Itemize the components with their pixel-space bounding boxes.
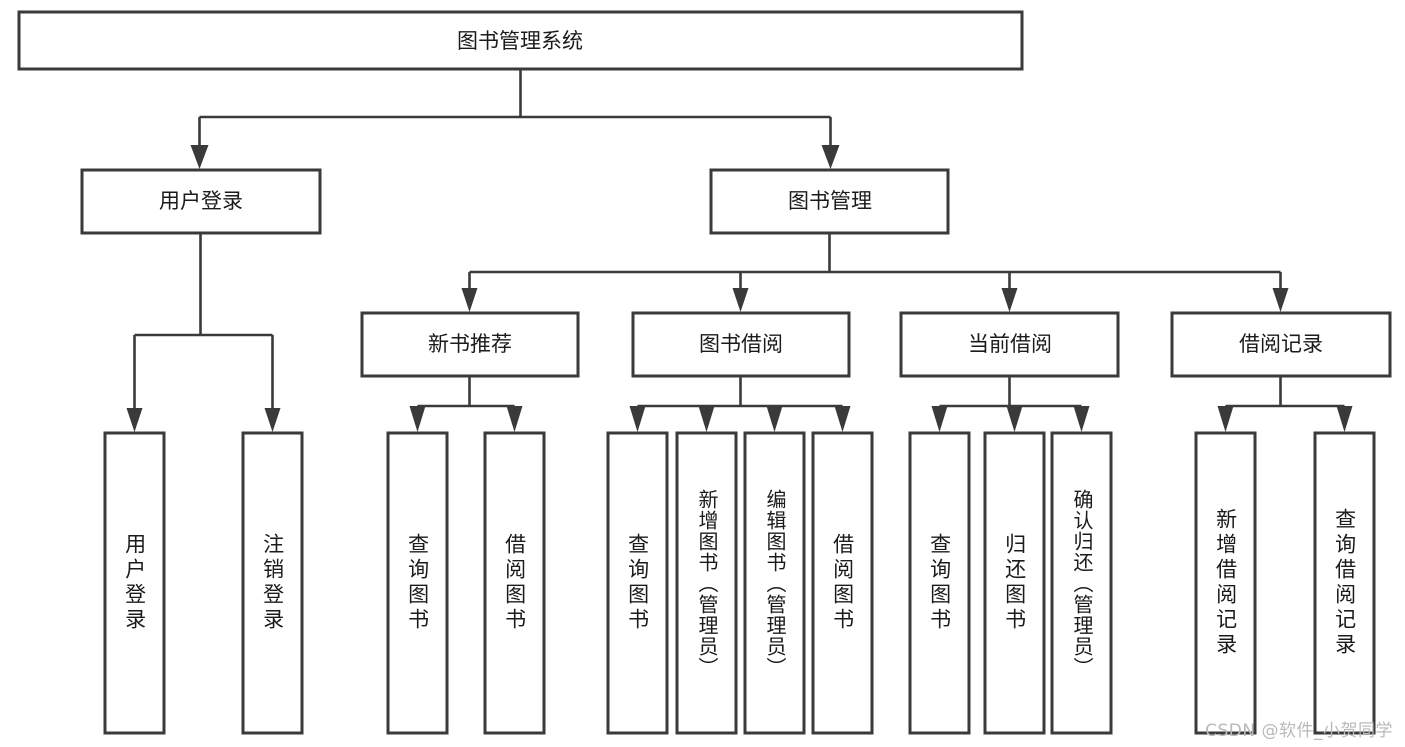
leaf-node[interactable]: 新增借阅记录 (1194, 431, 1257, 735)
arrow-book-mgmt-to-current (1001, 288, 1018, 312)
node-book-management[interactable]: 图书管理 (709, 168, 950, 235)
arrow-borrow-leaf-4 (834, 406, 851, 432)
leaf-label: 查询图书 (625, 533, 650, 633)
arrow-current-leaf-1 (931, 406, 948, 432)
leaf-text-holder: 编辑图书（管理员） (763, 488, 787, 678)
leaf-box[interactable] (811, 431, 874, 735)
leaf-text-holder: 归还图书 (1002, 533, 1027, 633)
leaf-box[interactable] (908, 431, 971, 735)
borrow-records-label: 借阅记录 (1239, 332, 1323, 356)
leaf-box[interactable] (483, 431, 546, 735)
leaf-box[interactable] (675, 431, 738, 735)
leaf-node[interactable]: 借阅图书 (811, 431, 874, 735)
node-current-borrow[interactable]: 当前借阅 (899, 311, 1120, 378)
leaf-text-holder: 确认归还（管理员） (1070, 488, 1094, 678)
leaf-label: 查询借阅记录 (1332, 508, 1357, 658)
leaf-label: 借阅图书 (502, 533, 527, 633)
leaf-label: 编辑图书（管理员） (763, 488, 787, 678)
arrow-new-books-leaf-1 (409, 406, 426, 432)
node-borrow-records[interactable]: 借阅记录 (1170, 311, 1392, 378)
connector-layer (126, 69, 1353, 432)
arrow-current-leaf-3 (1073, 406, 1090, 432)
arrow-borrow-leaf-3 (766, 406, 783, 432)
leaf-box[interactable] (1194, 431, 1257, 735)
leaf-label: 确认归还（管理员） (1070, 488, 1094, 678)
arrow-borrow-leaf-1 (629, 406, 646, 432)
leaf-node[interactable]: 归还图书 (983, 431, 1046, 735)
leaf-label: 新增图书（管理员） (695, 488, 719, 678)
leaf-label: 借阅图书 (830, 533, 855, 633)
leaf-layer: 用户登录 注销登录 查询图书 借阅图书 (103, 431, 1376, 735)
new-book-recommendation-box[interactable] (360, 311, 580, 378)
leaf-label: 查询图书 (405, 533, 430, 633)
leaf-node[interactable]: 查询借阅记录 (1313, 431, 1376, 735)
leaf-box[interactable] (743, 431, 806, 735)
leaf-label: 新增借阅记录 (1213, 508, 1238, 658)
user-login-box[interactable] (80, 168, 322, 235)
book-borrow-label: 图书借阅 (699, 332, 783, 356)
leaf-text-holder: 借阅图书 (830, 533, 855, 633)
leaf-label: 查询图书 (927, 533, 952, 633)
leaf-box[interactable] (1050, 431, 1113, 735)
arrow-user-login-leaf-2 (264, 408, 281, 432)
leaf-text-holder: 查询借阅记录 (1332, 508, 1357, 658)
arrow-user-login-leaf-1 (126, 408, 143, 432)
leaf-box[interactable] (241, 431, 304, 735)
leaf-box[interactable] (1313, 431, 1376, 735)
root-box[interactable] (17, 10, 1024, 71)
leaf-text-holder: 用户登录 (122, 533, 147, 633)
leaf-box[interactable] (983, 431, 1046, 735)
borrow-records-box[interactable] (1170, 311, 1392, 378)
leaf-node[interactable]: 新增图书（管理员） (675, 431, 738, 735)
leaf-node[interactable]: 编辑图书（管理员） (743, 431, 806, 735)
leaf-text-holder: 查询图书 (927, 533, 952, 633)
arrow-current-leaf-2 (1006, 406, 1023, 432)
arrow-book-mgmt-to-records (1272, 288, 1289, 312)
book-borrow-box[interactable] (631, 311, 851, 378)
arrow-book-mgmt-to-new-books (461, 288, 478, 312)
leaf-text-holder: 新增借阅记录 (1213, 508, 1238, 658)
arrow-records-leaf-1 (1217, 406, 1234, 432)
node-user-login[interactable]: 用户登录 (80, 168, 322, 235)
current-borrow-box[interactable] (899, 311, 1120, 378)
leaf-node[interactable]: 注销登录 (241, 431, 304, 735)
node-book-borrow[interactable]: 图书借阅 (631, 311, 851, 378)
book-management-label: 图书管理 (788, 189, 872, 213)
arrow-root-to-user-login (190, 145, 209, 169)
arrow-borrow-leaf-2 (698, 406, 715, 432)
leaf-box[interactable] (103, 431, 166, 735)
node-root[interactable]: 图书管理系统 (17, 10, 1024, 71)
leaf-text-holder: 注销登录 (260, 533, 285, 633)
leaf-box[interactable] (606, 431, 669, 735)
root-label: 图书管理系统 (457, 29, 583, 53)
arrow-root-to-book-mgmt (821, 145, 840, 169)
leaf-label: 用户登录 (122, 533, 147, 633)
leaf-node[interactable]: 查询图书 (606, 431, 669, 735)
leaf-node[interactable]: 查询图书 (386, 431, 449, 735)
arrow-new-books-leaf-2 (506, 406, 523, 432)
leaf-text-holder: 查询图书 (405, 533, 430, 633)
leaf-text-holder: 借阅图书 (502, 533, 527, 633)
arrow-records-leaf-2 (1336, 406, 1353, 432)
book-management-box[interactable] (709, 168, 950, 235)
leaf-node[interactable]: 查询图书 (908, 431, 971, 735)
arrow-book-mgmt-to-borrow (732, 288, 749, 312)
leaf-node[interactable]: 借阅图书 (483, 431, 546, 735)
current-borrow-label: 当前借阅 (968, 332, 1052, 356)
node-new-book-recommendation[interactable]: 新书推荐 (360, 311, 580, 378)
new-book-recommendation-label: 新书推荐 (428, 332, 512, 356)
leaf-text-holder: 新增图书（管理员） (695, 488, 719, 678)
leaf-node[interactable]: 确认归还（管理员） (1050, 431, 1113, 735)
leaf-node[interactable]: 用户登录 (103, 431, 166, 735)
leaf-label: 注销登录 (260, 533, 285, 633)
user-login-label: 用户登录 (159, 189, 243, 213)
leaf-text-holder: 查询图书 (625, 533, 650, 633)
leaf-label: 归还图书 (1002, 533, 1027, 633)
leaf-box[interactable] (386, 431, 449, 735)
